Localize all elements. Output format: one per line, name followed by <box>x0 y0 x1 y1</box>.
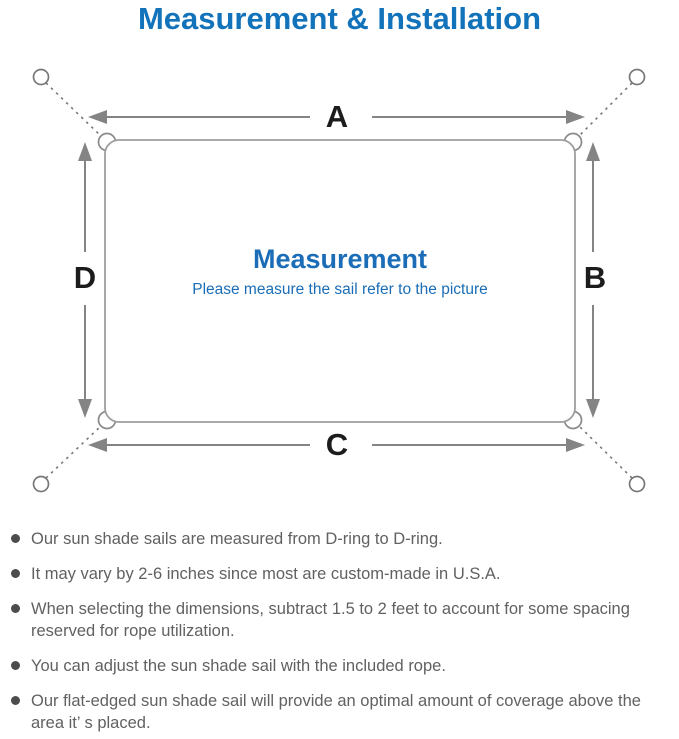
dimension-arrow-d <box>78 142 92 418</box>
measurement-subheading: Please measure the sail refer to the pic… <box>192 281 488 298</box>
bullet-icon <box>11 661 20 670</box>
note-text: Our sun shade sails are measured from D-… <box>31 530 443 548</box>
rope-dashed-line <box>45 82 633 479</box>
bullet-icon <box>11 534 20 543</box>
list-item: When selecting the dimensions, subtract … <box>11 598 673 642</box>
list-item: Our sun shade sails are measured from D-… <box>11 528 673 550</box>
bullet-icon <box>11 569 20 578</box>
dimension-arrow-b <box>586 142 600 418</box>
note-text: Our flat-edged sun shade sail will provi… <box>31 692 641 732</box>
bullet-icon <box>11 604 20 613</box>
sail-outline <box>104 139 576 423</box>
list-item: It may vary by 2-6 inches since most are… <box>11 563 673 585</box>
dimension-label-c: C <box>325 427 349 462</box>
measurement-heading: Measurement <box>252 244 428 274</box>
anchor-point-icon <box>32 68 646 493</box>
measurement-callout: Measurement Please measure the sail refe… <box>105 244 575 299</box>
note-text: When selecting the dimensions, subtract … <box>31 600 630 640</box>
dimension-arrow-c <box>88 438 585 452</box>
bullet-icon <box>11 696 20 705</box>
list-item: You can adjust the sun shade sail with t… <box>11 655 673 677</box>
page-title: Measurement & Installation <box>137 1 542 36</box>
dimension-label-b: B <box>583 260 607 295</box>
list-item: Our flat-edged sun shade sail will provi… <box>11 690 673 734</box>
dimension-arrow-a <box>88 110 585 124</box>
note-text: You can adjust the sun shade sail with t… <box>31 657 446 675</box>
dimension-label-d: D <box>73 260 97 295</box>
notes-list: Our sun shade sails are measured from D-… <box>11 528 673 734</box>
dimension-label-a: A <box>325 99 349 134</box>
note-text: It may vary by 2-6 inches since most are… <box>31 565 501 583</box>
